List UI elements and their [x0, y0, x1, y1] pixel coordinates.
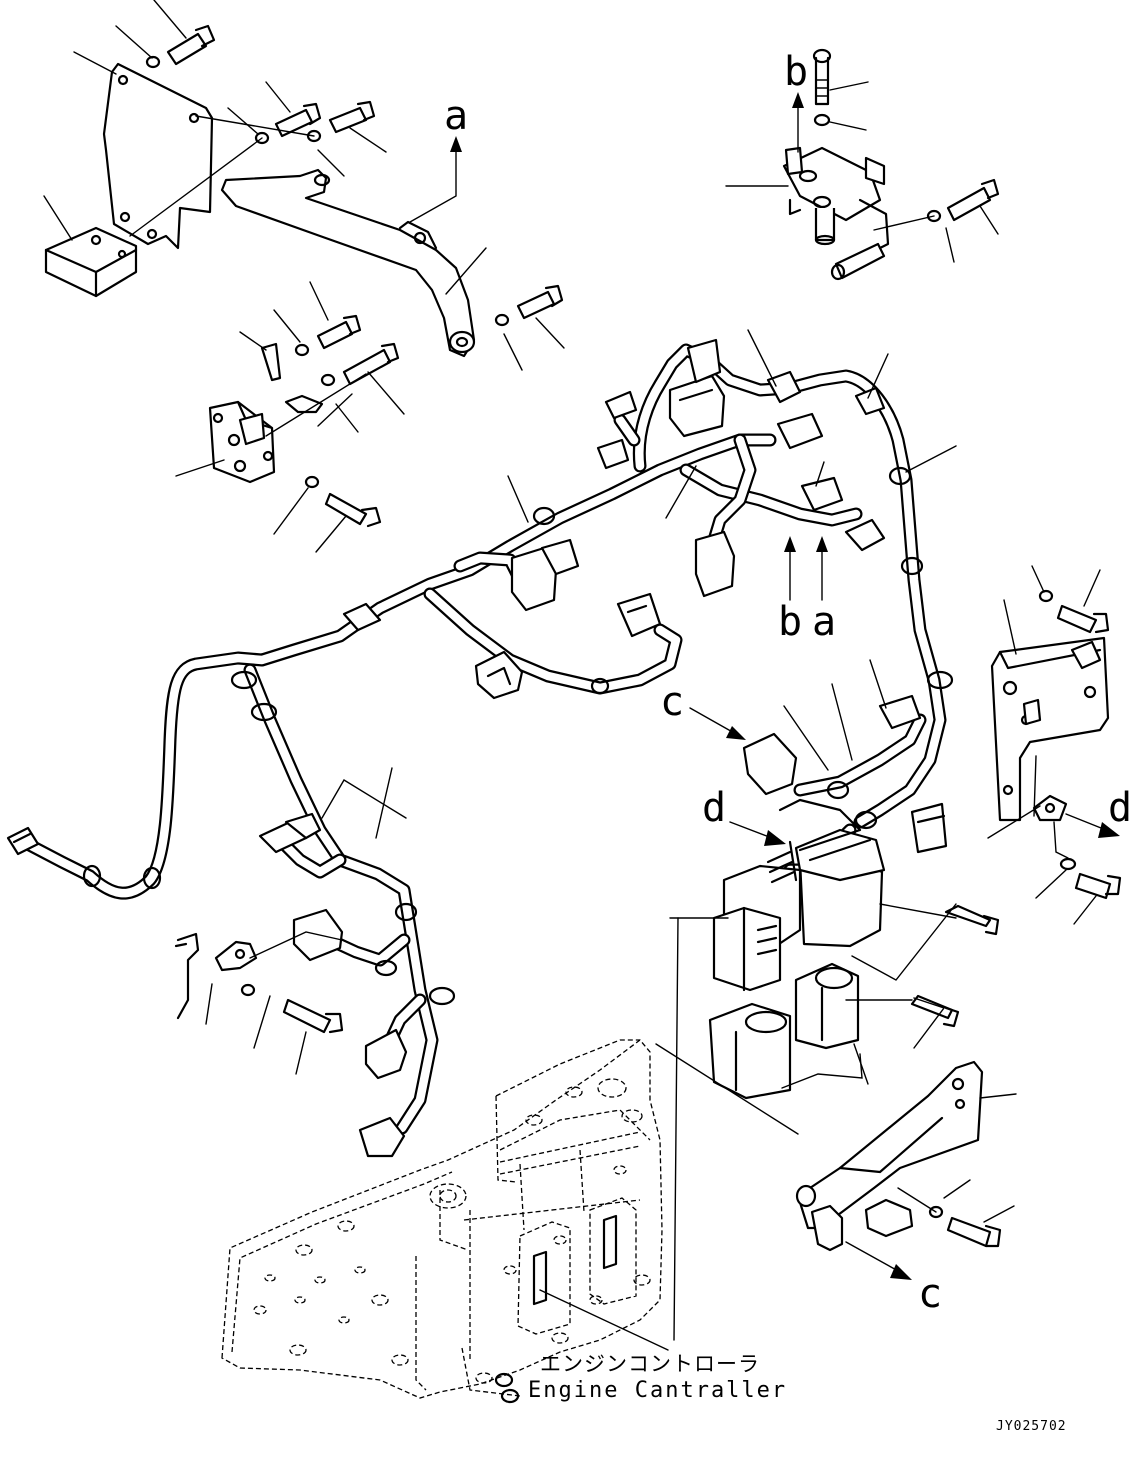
leader-lines-right [987, 565, 1101, 925]
label-c-left: c [660, 679, 685, 725]
leader-lines-top-left [43, 0, 565, 371]
right-bracket-assembly [990, 589, 1122, 900]
label-b-middle: b [778, 599, 803, 645]
spacer-block [44, 226, 138, 298]
label-b-top: b [784, 49, 809, 95]
engine-controller-body [221, 1039, 669, 1404]
mounting-plate [102, 62, 214, 250]
leader-lines-top-right [725, 81, 999, 263]
label-d-left: d [702, 785, 727, 831]
controller-connector-cluster [708, 798, 886, 1100]
engine-controller-label-en: Engine Cantraller [528, 1378, 788, 1403]
left-middle-bracket [208, 314, 400, 528]
leader-lines-left-middle [175, 281, 405, 553]
arrow-d-right [1065, 813, 1120, 838]
harness-connectors [6, 338, 954, 1158]
label-d-right: d [1108, 785, 1133, 831]
lower-left-bracket [174, 931, 344, 1075]
arrow-c-left [689, 707, 746, 740]
top-right-bracket-assembly [782, 48, 1000, 281]
label-a-middle: a [812, 599, 837, 645]
arrow-a-top [409, 136, 462, 223]
drawing-code: JY025702 [996, 1419, 1067, 1434]
bolt-top-left [145, 24, 216, 69]
arrows-b-a-middle [784, 536, 828, 601]
label-c-bottom: c [918, 1271, 943, 1317]
engine-controller-label-jp: エンジンコントローラ [540, 1352, 760, 1376]
leader-lines-controller [669, 903, 1000, 1341]
lower-right-bracket [655, 1043, 1017, 1252]
long-bracket-bar [220, 168, 476, 358]
arrow-c-bottom [845, 1241, 912, 1280]
arrow-d-left [729, 821, 786, 846]
leader-lines-harness [321, 329, 957, 839]
top-left-bracket-assembly [44, 24, 564, 358]
label-a-top: a [444, 93, 469, 139]
arrow-b-top [792, 92, 804, 153]
